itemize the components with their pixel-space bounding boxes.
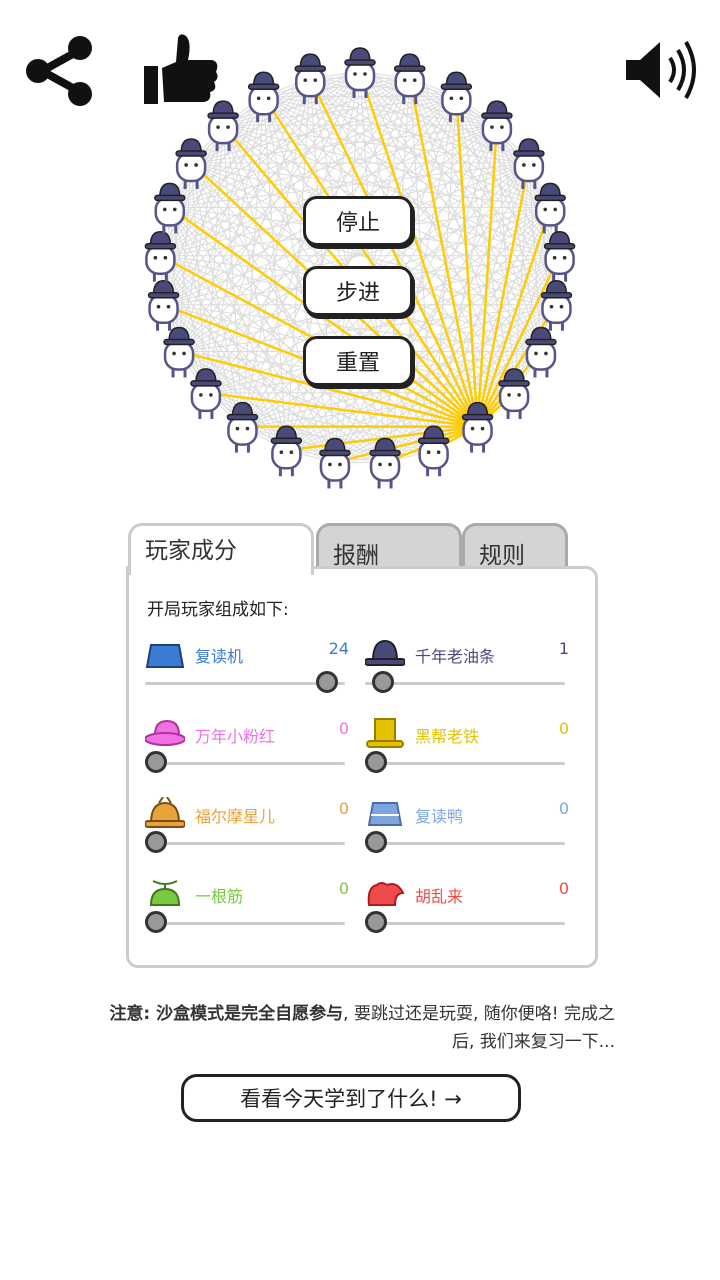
player-figure [319, 437, 351, 489]
player-slider-track[interactable] [145, 842, 345, 845]
player-slider-knob[interactable] [315, 671, 338, 693]
player-figure [513, 138, 545, 189]
player-figure [175, 138, 207, 189]
player-figure [190, 368, 222, 419]
player-row: 复读鸭 0 [365, 797, 569, 857]
share-button[interactable] [22, 34, 98, 108]
speaker-icon [626, 41, 696, 99]
player-figure [207, 100, 239, 152]
player-figure [417, 425, 450, 477]
player-figure [247, 71, 280, 123]
yellow-top-hat-icon [366, 718, 404, 748]
note-rest: , 要跳过还是玩耍, 随你便咯! 完成之后, 我们来复习一下... [343, 1004, 615, 1052]
player-slider-knob[interactable] [145, 911, 167, 933]
share-icon [26, 36, 92, 106]
note-bold: 注意: 沙盒模式是完全自愿参与 [109, 1004, 344, 1024]
player-name: 千年老油条 [415, 647, 496, 666]
simulation-arena [144, 47, 576, 489]
player-name: 黑帮老铁 [415, 727, 480, 746]
tab-payoff[interactable]: 报酬 [316, 523, 462, 569]
sandbox-note: 注意: 沙盒模式是完全自愿参与, 要跳过还是玩耍, 随你便咯! 完成之后, 我们… [100, 1000, 615, 1056]
player-slider-knob[interactable] [365, 911, 387, 933]
player-slider-knob[interactable] [145, 751, 167, 773]
player-row: 胡乱来 0 [365, 877, 569, 937]
player-figure [369, 437, 401, 489]
player-figure [344, 47, 376, 98]
player-row: 黑帮老铁 0 [365, 717, 569, 777]
player-slider-track[interactable] [365, 922, 565, 925]
player-row: 福尔摩星儿 0 [145, 797, 349, 857]
player-figure [270, 425, 303, 477]
player-row: 千年老油条 1 [365, 637, 569, 697]
player-name: 一根筋 [195, 887, 244, 906]
player-figure [440, 71, 473, 123]
player-count: 0 [558, 799, 569, 818]
player-figure [498, 368, 530, 419]
player-figure [393, 53, 426, 105]
player-name: 复读机 [195, 647, 244, 666]
thumbs-up-icon [144, 34, 218, 104]
player-slider-track[interactable] [145, 682, 345, 685]
reset-button[interactable]: 重置 [303, 336, 413, 386]
player-figure [144, 230, 177, 282]
player-name: 福尔摩星儿 [195, 807, 276, 826]
player-figure [226, 401, 259, 453]
player-row: 一根筋 0 [145, 877, 349, 937]
step-button[interactable]: 步进 [303, 266, 413, 316]
player-count: 0 [558, 879, 569, 898]
player-figure [543, 230, 576, 282]
player-slider-track[interactable] [145, 922, 345, 925]
player-slider-track[interactable] [365, 762, 565, 765]
player-count: 0 [338, 799, 349, 818]
player-slider-track[interactable] [365, 682, 565, 685]
player-count: 0 [338, 719, 349, 738]
player-slider-knob[interactable] [372, 671, 395, 693]
player-figure [540, 279, 573, 331]
propeller-cap-icon [149, 880, 181, 906]
player-name: 复读鸭 [415, 807, 464, 826]
tab-rules[interactable]: 规则 [462, 523, 568, 569]
player-figure [154, 182, 186, 234]
like-button[interactable] [142, 32, 222, 108]
tab-players[interactable]: 玩家成分 [128, 523, 314, 575]
player-figure [461, 401, 494, 453]
player-count: 1 [558, 639, 569, 658]
sound-button[interactable] [622, 36, 706, 104]
player-name: 胡乱来 [415, 887, 464, 906]
player-slider-track[interactable] [365, 842, 565, 845]
red-jester-hat-icon [367, 882, 405, 906]
player-count: 0 [558, 719, 569, 738]
player-figure [294, 53, 327, 105]
player-slider-knob[interactable] [365, 831, 387, 853]
player-count: 24 [328, 639, 349, 658]
player-row: 复读机 24 [145, 637, 349, 697]
next-button[interactable]: 看看今天学到了什么! → [181, 1074, 521, 1122]
panel-intro: 开局玩家组成如下: [147, 600, 289, 620]
player-count: 0 [338, 879, 349, 898]
player-figure [481, 100, 513, 152]
player-slider-track[interactable] [145, 762, 345, 765]
bowler-hat-icon [365, 639, 405, 666]
player-figure [525, 326, 557, 378]
player-slider-knob[interactable] [365, 751, 387, 773]
player-figure [147, 279, 180, 331]
player-slider-knob[interactable] [145, 831, 167, 853]
deerstalker-hat-icon [145, 797, 185, 828]
blue-bucket-hat-icon [145, 644, 185, 668]
player-name: 万年小粉红 [195, 727, 276, 746]
light-blue-bucket-hat-icon [367, 802, 403, 826]
player-figure [163, 326, 195, 378]
pink-sun-hat-icon [145, 719, 185, 746]
stop-button[interactable]: 停止 [303, 196, 413, 246]
player-row: 万年小粉红 0 [145, 717, 349, 777]
